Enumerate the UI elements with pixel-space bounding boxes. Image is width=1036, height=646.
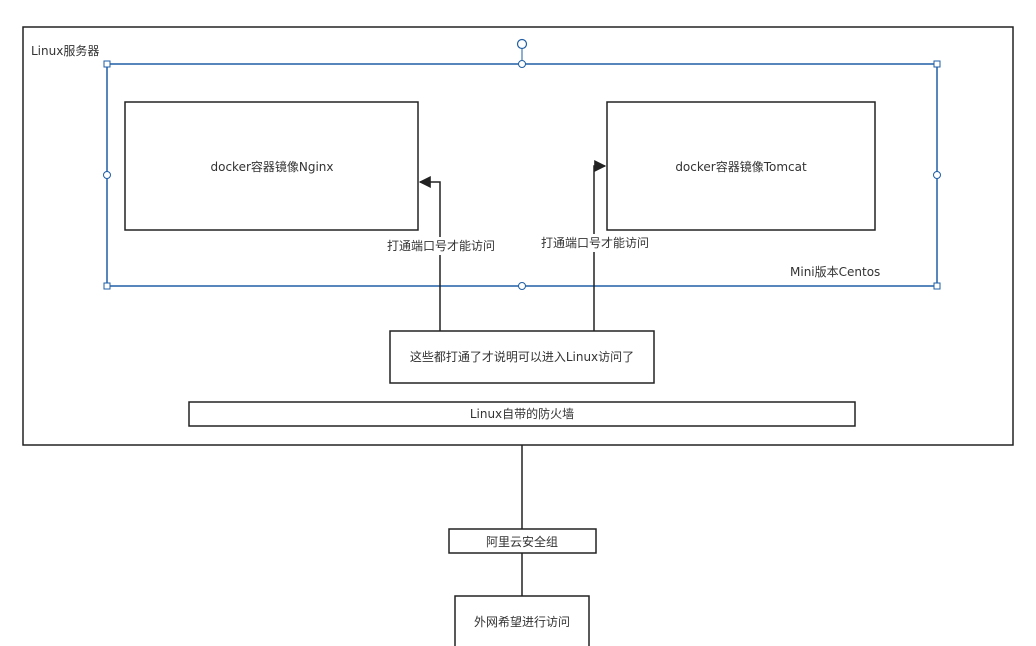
linux-server-label: Linux服务器	[31, 43, 99, 58]
explain-label: 这些都打通了才说明可以进入Linux访问了	[410, 349, 634, 364]
security-group-label: 阿里云安全组	[486, 534, 558, 549]
selection-handles[interactable]	[103, 38, 941, 290]
handle-bottom-mid[interactable]	[518, 282, 526, 290]
handle-top-left[interactable]	[103, 60, 111, 68]
connector-to-nginx[interactable]	[418, 176, 441, 331]
handle-bottom-left[interactable]	[103, 282, 111, 290]
port-label-right-bg	[536, 234, 654, 252]
connector-to-tomcat[interactable]	[593, 160, 607, 331]
firewall-label: Linux自带的防火墙	[470, 406, 574, 421]
nginx-box[interactable]	[124, 101, 419, 231]
handle-top-right[interactable]	[933, 60, 941, 68]
rotate-handle[interactable]	[516, 38, 528, 50]
port-label-right: 打通端口号才能访问	[541, 236, 649, 250]
handle-left-mid[interactable]	[103, 171, 111, 179]
handle-bottom-right[interactable]	[933, 282, 941, 290]
external-access-label: 外网希望进行访问	[474, 614, 570, 629]
external-access-box[interactable]	[454, 595, 590, 646]
centos-label: Mini版本Centos	[790, 265, 880, 279]
firewall-box[interactable]	[188, 401, 856, 427]
nginx-label: docker容器镜像Nginx	[210, 159, 333, 174]
handle-right-mid[interactable]	[933, 171, 941, 179]
port-label-left: 打通端口号才能访问	[387, 239, 495, 253]
explain-box[interactable]	[389, 330, 655, 384]
handle-top-mid[interactable]	[518, 60, 526, 68]
port-label-left-bg	[382, 237, 500, 255]
tomcat-box[interactable]	[606, 101, 876, 231]
security-group-box[interactable]	[448, 528, 597, 554]
tomcat-label: docker容器镜像Tomcat	[675, 159, 807, 174]
